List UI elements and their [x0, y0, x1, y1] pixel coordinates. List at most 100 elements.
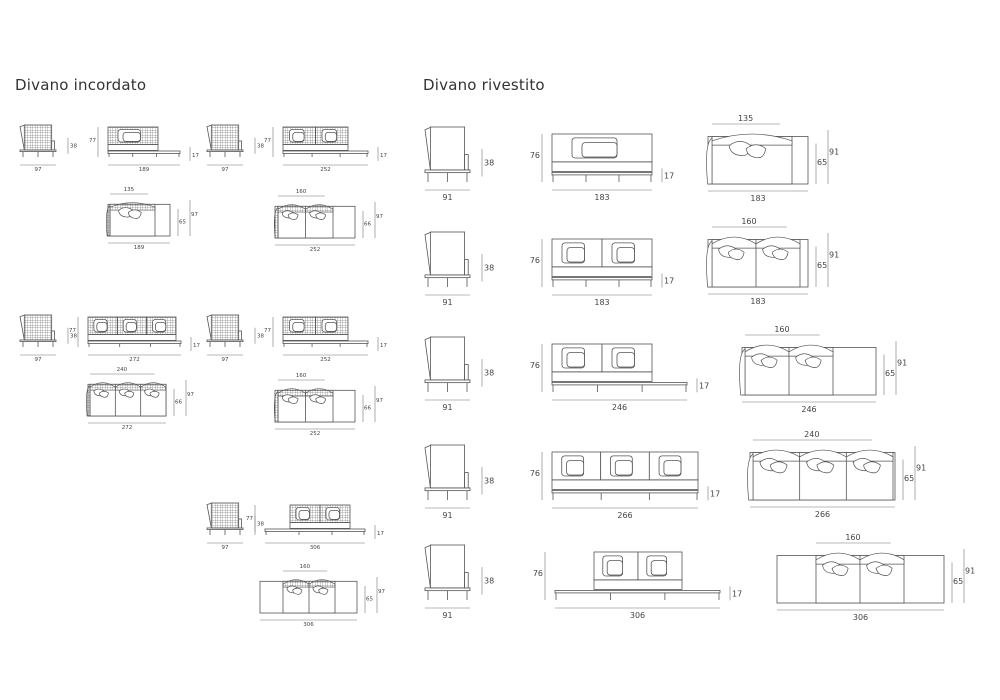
backrest: [859, 552, 905, 565]
backrest: [210, 124, 240, 151]
dimension-label: 97: [222, 545, 229, 551]
dimension-label: 183: [750, 297, 765, 306]
dimension-label: 160: [300, 564, 311, 570]
backrest: [109, 202, 156, 211]
dimension-label: 240: [117, 367, 128, 373]
dimension-label: 306: [303, 622, 314, 628]
seat: [551, 161, 653, 172]
armrest: [273, 390, 279, 423]
dimension-label: 246: [612, 403, 627, 412]
armrest: [206, 502, 213, 529]
seat-cushion: [51, 330, 55, 341]
back-cushion: [298, 509, 310, 520]
dimension-label: 77: [264, 328, 271, 334]
dimension-label: 91: [442, 611, 452, 620]
dimension-label: 66: [364, 221, 371, 227]
armrest: [424, 231, 432, 275]
dimension-label: 17: [710, 489, 720, 498]
platform: [282, 150, 369, 154]
backrest: [429, 231, 465, 276]
backrest: [752, 449, 801, 462]
seat-cushion: [464, 472, 469, 489]
dimension-label: 65: [817, 261, 827, 270]
back-cushion: [566, 247, 585, 263]
seat: [551, 371, 653, 382]
backrest: [711, 236, 757, 249]
dimension-label: 65: [366, 596, 373, 602]
backrest: [210, 502, 240, 529]
dimension-label: 97: [222, 357, 229, 363]
dimension-label: 97: [222, 167, 229, 173]
dimension-label: 160: [296, 189, 307, 195]
dimension-label: 38: [484, 264, 494, 273]
back-cushion: [614, 460, 633, 476]
dimension-label: 306: [310, 545, 321, 551]
dimension-label: 38: [70, 143, 77, 149]
dimension-label: 65: [179, 219, 186, 225]
dimension-label: 91: [965, 566, 975, 575]
seat-frame: [424, 587, 471, 592]
backrest: [788, 344, 834, 357]
dimension-label: 91: [829, 250, 839, 259]
backrest: [799, 449, 847, 462]
backrest: [815, 552, 861, 565]
armrest: [706, 137, 713, 185]
dimension-label: 266: [617, 511, 632, 520]
cushion: [127, 209, 142, 219]
backrest: [711, 133, 793, 146]
dimension-label: 135: [738, 114, 753, 123]
seat: [551, 266, 653, 277]
seat: [107, 143, 159, 151]
dimension-label: 97: [191, 212, 198, 218]
back-cushion: [96, 321, 108, 332]
backrest: [305, 204, 334, 213]
dimension-label: 65: [885, 369, 895, 378]
dimension-label: 76: [530, 361, 540, 370]
dimension-label: 91: [442, 193, 452, 202]
platform: [554, 590, 721, 594]
dimension-label: 306: [630, 611, 645, 620]
cushion: [292, 587, 303, 595]
dimension-label: 91: [442, 511, 452, 520]
seat: [282, 333, 349, 341]
backrest: [282, 579, 310, 588]
dimension-label: 17: [192, 153, 199, 159]
back-cushion: [650, 560, 668, 576]
dimension-label: 76: [530, 469, 540, 478]
dimension-label: 77: [264, 138, 271, 144]
dimension-label: 77: [69, 328, 76, 334]
back-cushion: [606, 560, 624, 576]
platform: [551, 171, 653, 176]
dimension-label: 252: [310, 247, 321, 253]
dimension-label: 266: [815, 510, 830, 519]
dimension-label: 17: [380, 343, 387, 349]
dimension-label: 135: [124, 187, 135, 193]
seat-cushion: [238, 140, 242, 151]
dimension-label: 77: [246, 516, 253, 522]
cushion: [99, 390, 109, 398]
section-title-rivestito: Divano rivestito: [423, 76, 545, 94]
dimension-label: 77: [89, 138, 96, 144]
seat: [87, 333, 177, 341]
seat-cushion: [464, 572, 469, 589]
dimension-label: 246: [801, 405, 816, 414]
platform: [551, 489, 699, 494]
dimension-label: 183: [750, 194, 765, 203]
dimension-label: 189: [139, 167, 150, 173]
dimension-label: 17: [664, 276, 674, 285]
seat-frame: [424, 379, 471, 384]
backrest: [305, 388, 334, 397]
dimension-label: 65: [817, 158, 827, 167]
seat-cushion: [464, 154, 469, 171]
platform: [107, 150, 181, 154]
